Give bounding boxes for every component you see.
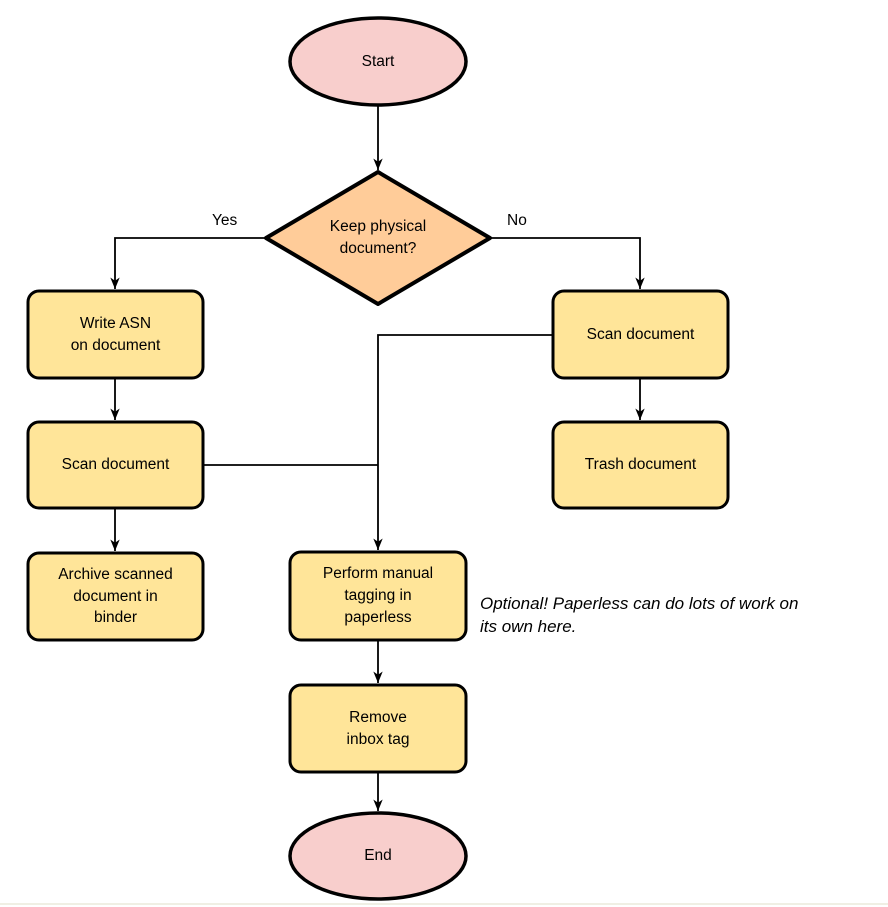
end-node-shape: [288, 811, 468, 901]
trash-node-shape: [551, 420, 730, 510]
trash-node-label: Trash document: [584, 456, 697, 474]
edge-scan-right-to-tagging: [373, 334, 553, 550]
decision-node-label: Keep physical document?: [329, 218, 427, 257]
archive-node-label: Archive scanned document in binder: [58, 565, 173, 627]
edge-label-yes: Yes: [212, 212, 238, 229]
start-node-shape: [288, 16, 468, 107]
optional-annotation-text: Optional! Paperless can do lots of work …: [480, 594, 799, 637]
start-node-label: Start: [361, 52, 395, 70]
scan-right-node-shape: [551, 289, 730, 380]
write-asn-node-label: Write ASN on document: [70, 314, 161, 354]
scan-right-node-label: Scan document: [586, 325, 695, 343]
decision-node-shape: [264, 170, 492, 306]
edge-label-no: No: [507, 212, 527, 229]
scan-left-node-shape: [26, 420, 205, 510]
remove-inbox-node-shape: [288, 683, 468, 774]
tagging-node-label: Perform manual tagging in paperless: [322, 565, 434, 626]
end-node-label: End: [364, 847, 392, 865]
archive-node-shape: [26, 551, 205, 642]
bottom-edge-line: [0, 903, 888, 905]
edge-decision-yes-to-write-asn: [110, 237, 266, 289]
edge-decision-no-to-scan-right: [490, 237, 645, 289]
scan-left-node-label: Scan document: [61, 456, 170, 474]
remove-inbox-node-label: Remove inbox tag: [346, 708, 410, 748]
write-asn-node-shape: [26, 289, 205, 380]
tagging-node-shape: [288, 550, 468, 642]
